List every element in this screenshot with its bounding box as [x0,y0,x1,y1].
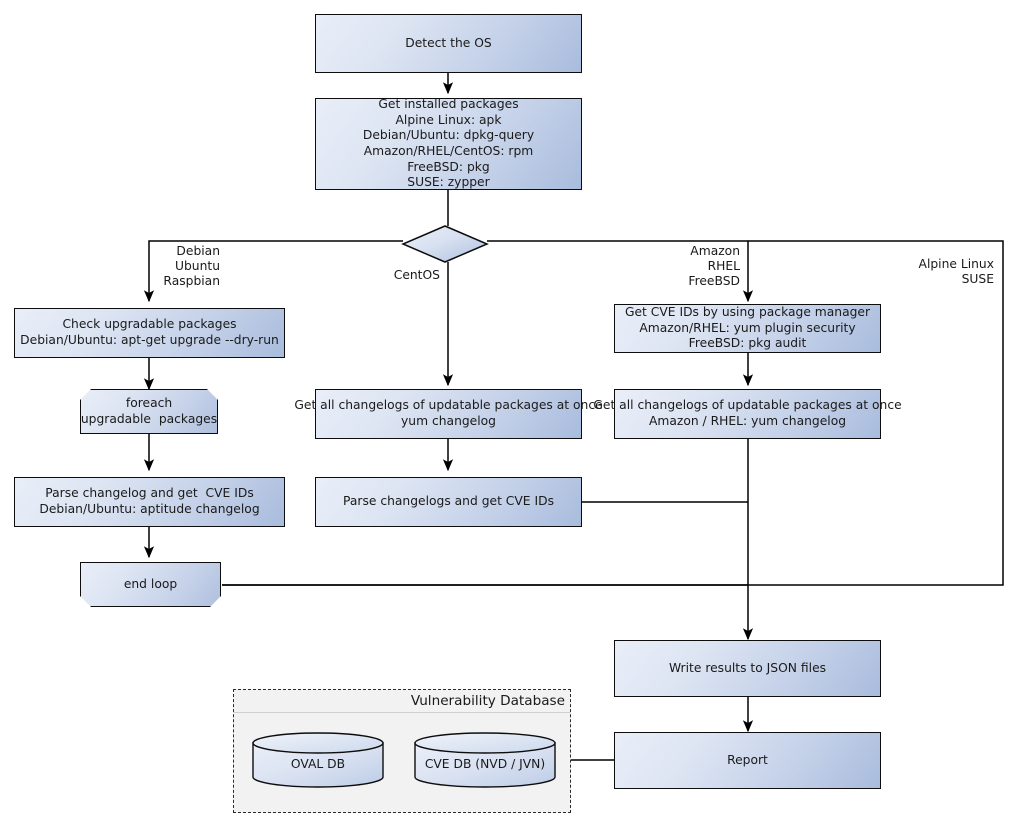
branch-label-centos: CentOS [393,268,440,282]
node-report[interactable]: Report [614,732,881,789]
node-check-upgradable[interactable]: Check upgradable packages Debian/Ubuntu:… [14,308,285,358]
database-oval-icon [252,732,384,788]
vulnerability-database-title-divider [234,712,570,713]
node-changelogs-centos[interactable]: Get all changelogs of updatable packages… [294,389,603,439]
vulnerability-database-title: Vulnerability Database [410,693,565,709]
node-detect-os-label: Detect the OS [405,35,492,50]
node-parse-changelog-debian[interactable]: Parse changelog and get CVE IDs Debian/U… [14,477,285,527]
node-foreach-loop-label: foreach upgradable packages [80,395,218,426]
node-get-installed-packages[interactable]: Get installed packages Alpine Linux: apk… [315,97,582,190]
node-end-loop-label: end loop [123,576,178,591]
connector-decision-debian [143,240,403,303]
node-detect-os[interactable]: Detect the OS [315,14,582,73]
node-write-results-label: Write results to JSON files [668,660,827,675]
node-changelogs-amazon[interactable]: Get all changelogs of updatable packages… [593,389,902,439]
node-foreach-loop[interactable]: foreach upgradable packages [80,389,218,434]
branch-label-alpine: Alpine Linux SUSE [918,257,994,287]
database-cve-label: CVE DB (NVD / JVN) [424,757,546,771]
node-write-results[interactable]: Write results to JSON files [614,640,881,697]
node-get-cve-package-manager-label: Get CVE IDs by using package manager Ama… [624,305,871,351]
node-report-label: Report [727,752,768,767]
database-oval-label: OVAL DB [290,757,346,771]
node-check-upgradable-label: Check upgradable packages Debian/Ubuntu:… [20,317,279,347]
database-oval[interactable]: OVAL DB [252,732,384,788]
database-cve[interactable]: CVE DB (NVD / JVN) [414,732,556,788]
branch-label-debian: Debian Ubuntu Raspbian [163,244,220,289]
node-parse-changelog-debian-label: Parse changelog and get CVE IDs Debian/U… [39,486,260,516]
os-decision-diamond [401,225,489,263]
node-parse-changelogs-centos[interactable]: Parse changelogs and get CVE IDs [315,477,582,527]
node-parse-changelogs-centos-label: Parse changelogs and get CVE IDs [343,494,554,509]
node-changelogs-amazon-label: Get all changelogs of updatable packages… [593,398,902,428]
node-get-installed-packages-label: Get installed packages Alpine Linux: apk… [362,97,535,190]
branch-label-amazon: Amazon RHEL FreeBSD [688,244,740,289]
node-end-loop[interactable]: end loop [80,562,221,607]
database-cve-icon [414,732,556,788]
node-get-cve-package-manager[interactable]: Get CVE IDs by using package manager Ama… [614,304,881,353]
node-changelogs-centos-label: Get all changelogs of updatable packages… [294,398,603,428]
